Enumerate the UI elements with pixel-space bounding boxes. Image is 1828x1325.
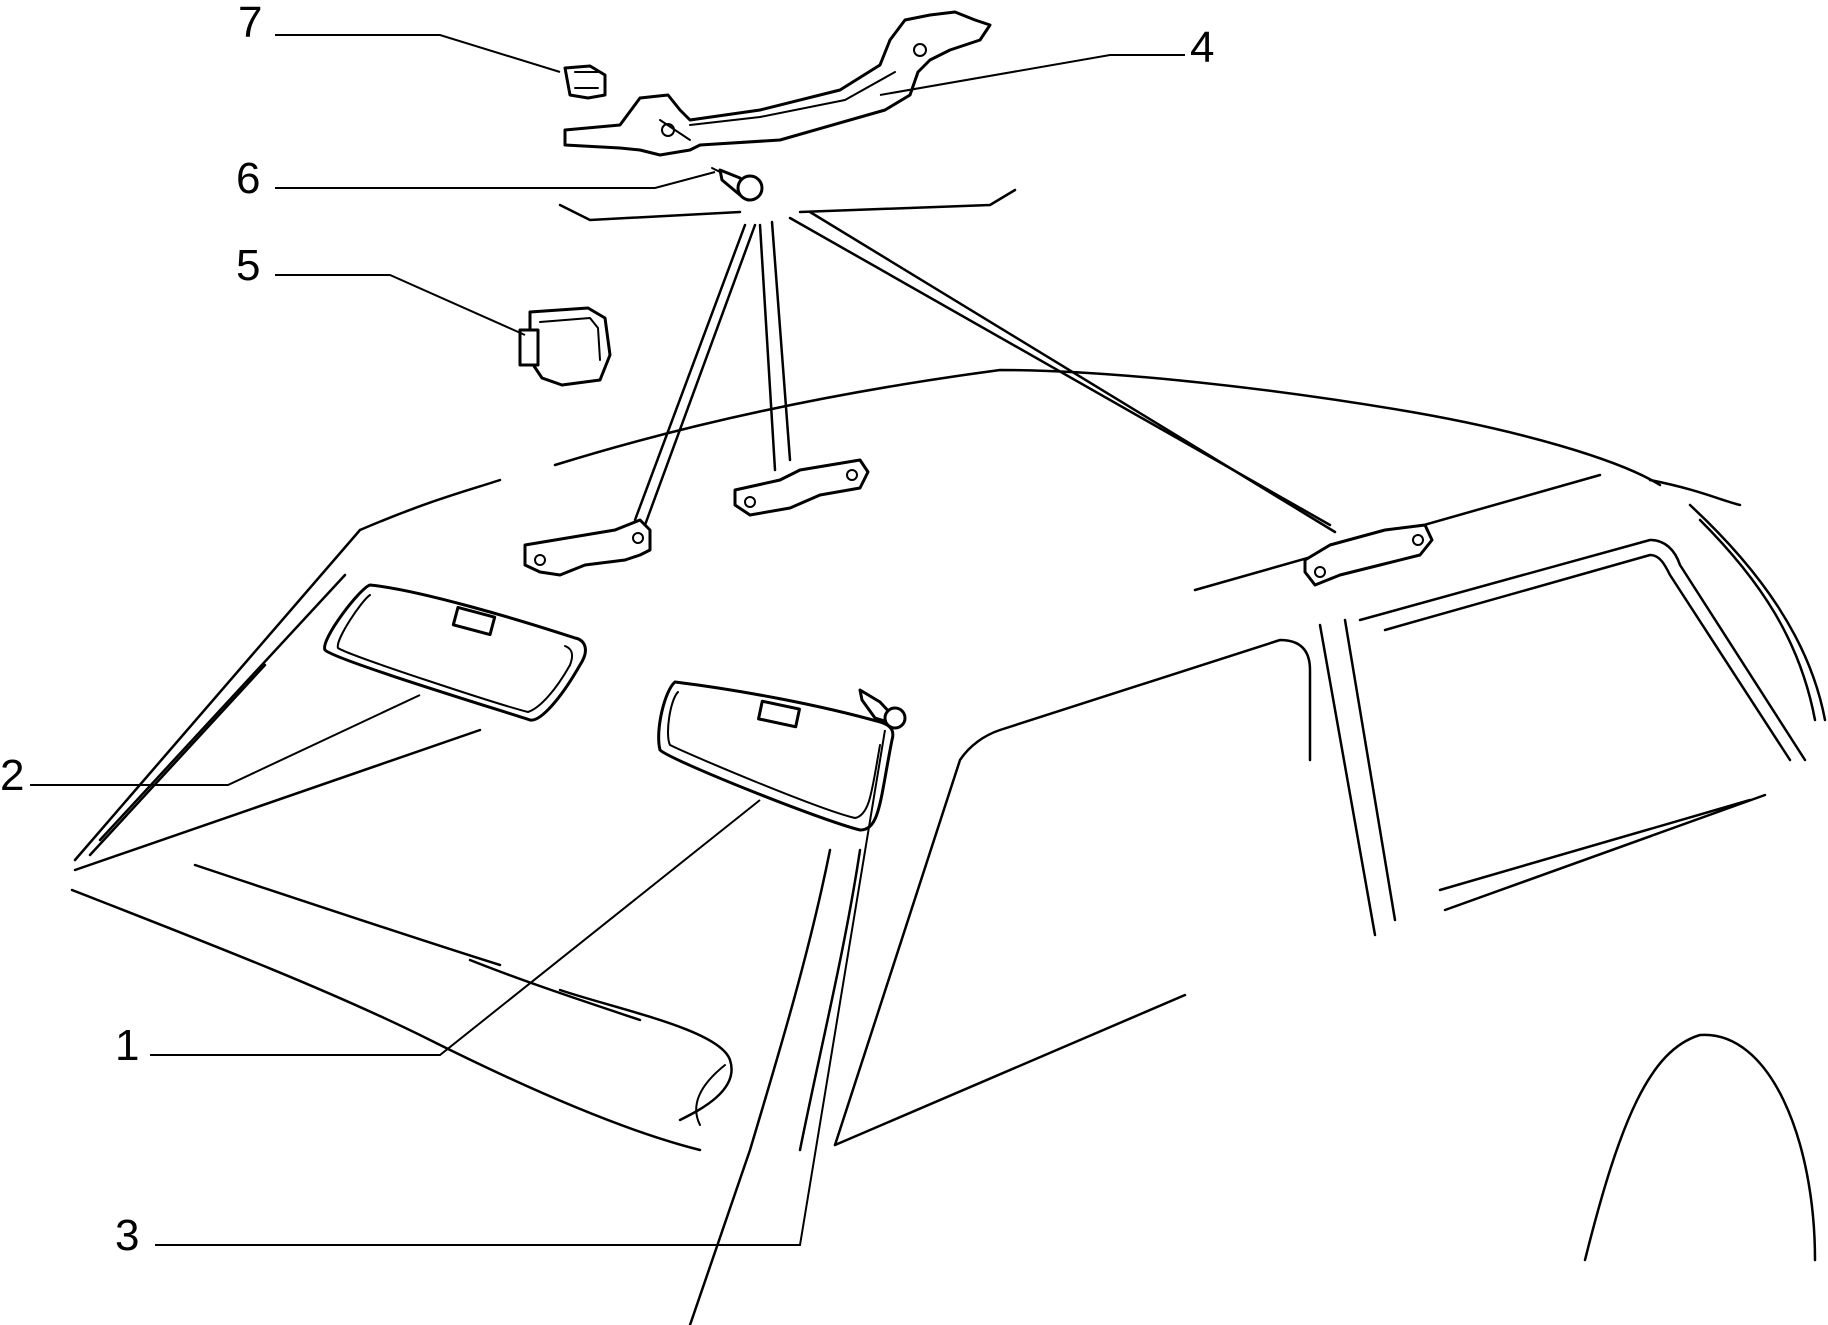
- sun-visor-right: [657, 680, 895, 832]
- callout-7: 7: [238, 0, 262, 47]
- callout-6: 6: [236, 154, 260, 203]
- part-block: [518, 306, 612, 387]
- grab-handle-right: [1303, 523, 1434, 587]
- grab-handle-left: [523, 518, 652, 577]
- callout-4: 4: [1190, 23, 1214, 72]
- leader-lines: [30, 34, 1185, 1246]
- part-screw-visor: [858, 688, 907, 730]
- grab-handle-middle: [733, 458, 870, 517]
- callout-5: 5: [236, 241, 260, 290]
- callout-1: 1: [115, 1021, 139, 1070]
- part-handle-assembly: [563, 10, 992, 157]
- callout-2: 2: [0, 751, 24, 800]
- car-body: [70, 368, 1827, 1325]
- part-screw: [711, 167, 764, 202]
- sun-visor-left: [323, 583, 587, 722]
- callout-3: 3: [115, 1211, 139, 1260]
- part-clip: [563, 64, 607, 100]
